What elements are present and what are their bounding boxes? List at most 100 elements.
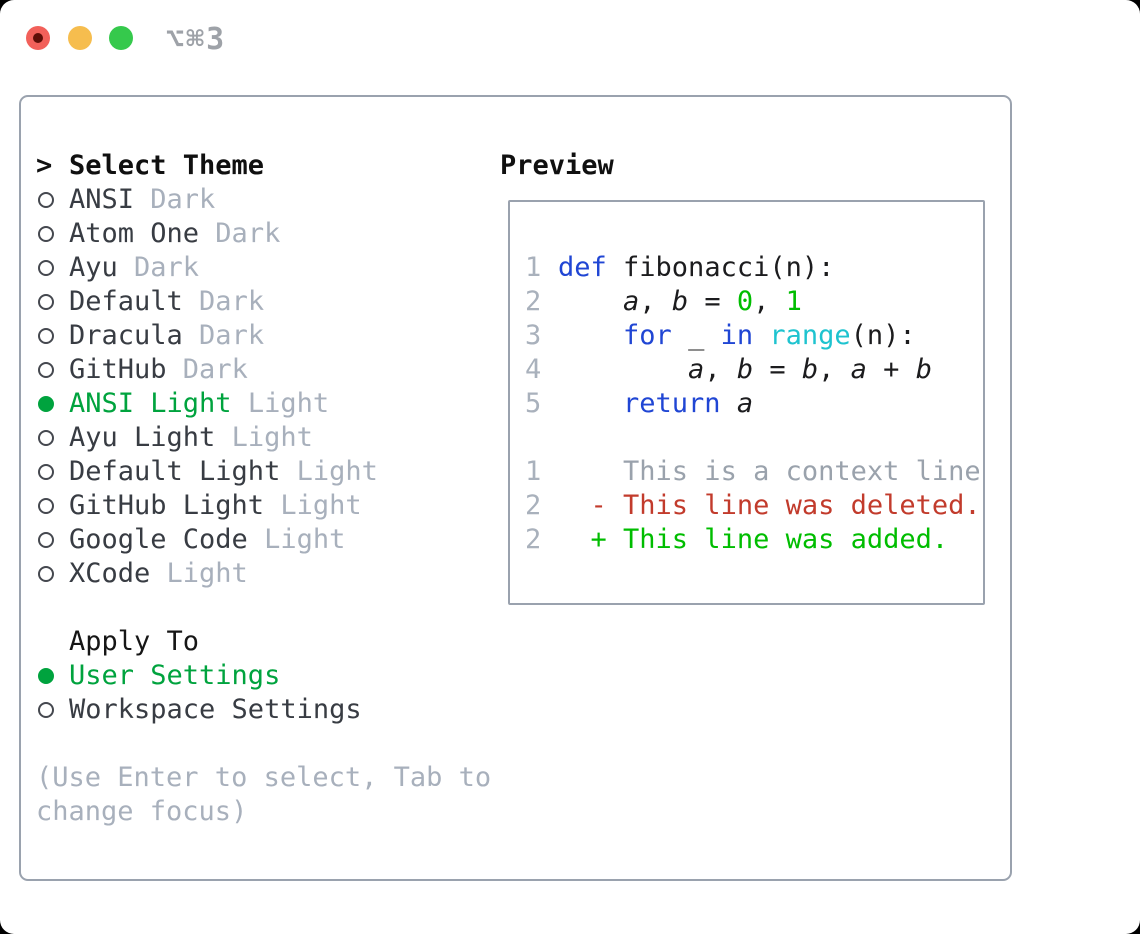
line-number: 2 <box>525 524 542 555</box>
theme-variant: Light <box>247 524 346 555</box>
preview-title: Preview <box>500 150 614 181</box>
code-segment: (n): <box>850 320 916 351</box>
radio-icon <box>38 566 54 582</box>
code-segment: b <box>801 354 819 385</box>
code-segment: a <box>623 286 640 317</box>
theme-item-github-light[interactable]: GitHub Light Light <box>36 489 491 523</box>
theme-section-title: Select Theme <box>69 150 265 181</box>
spacer <box>36 727 491 761</box>
code-segment <box>721 388 737 419</box>
theme-item-xcode[interactable]: XCode Light <box>36 557 491 591</box>
code-segment: for <box>623 320 672 351</box>
radio-icon <box>38 192 54 208</box>
theme-item-ayu-light[interactable]: Ayu Light Light <box>36 421 491 455</box>
apply-label: User Settings <box>69 660 281 691</box>
diff-text: This is a context line. <box>558 455 985 489</box>
close-dot-icon <box>33 33 43 43</box>
code-segment: + <box>866 354 916 385</box>
diff-line-context: 1 This is a context line. <box>525 455 983 489</box>
theme-name: ANSI <box>69 184 135 215</box>
radio-icon <box>38 430 54 446</box>
code-segment: return <box>623 388 721 419</box>
code-text: a, b = b, a + b <box>558 353 932 387</box>
code-text: a, b = 0, 1 <box>558 285 802 319</box>
code-text: def fibonacci(n): <box>558 251 834 285</box>
theme-item-dracula[interactable]: Dracula Dark <box>36 319 491 353</box>
theme-item-ansi[interactable]: ANSI Dark <box>36 183 491 217</box>
code-segment: , <box>753 286 786 317</box>
theme-variant: Dark <box>182 320 265 351</box>
theme-item-atom-one[interactable]: Atom One Dark <box>36 217 491 251</box>
line-number: 2 <box>525 286 542 317</box>
diff-line-deleted: 2 - This line was deleted. <box>525 489 983 523</box>
maximize-button[interactable] <box>109 26 133 50</box>
theme-item-google-code[interactable]: Google Code Light <box>36 523 491 557</box>
line-number: 3 <box>525 320 542 351</box>
theme-variant: Light <box>264 490 362 521</box>
radio-icon <box>38 464 54 480</box>
apply-item-workspace-settings[interactable]: Workspace Settings <box>36 693 491 727</box>
code-text: return a <box>558 387 753 421</box>
theme-section-header: > Select Theme <box>36 149 491 183</box>
code-segment: , <box>704 354 737 385</box>
diff-marker: + <box>558 524 624 555</box>
apply-item-user-settings[interactable]: User Settings <box>36 659 491 693</box>
radio-icon <box>38 702 54 718</box>
theme-name: ANSI Light <box>69 388 232 419</box>
code-segment <box>558 388 623 419</box>
code-segment: in <box>720 320 754 351</box>
code-segment: = <box>753 354 802 385</box>
diff-line-text: This is a context line. <box>623 456 985 487</box>
diff-line-added: 2 + This line was added. <box>525 523 983 557</box>
window-shortcut-label: ⌥⌘3 <box>166 22 227 57</box>
code-line: 3 for _ in range(n): <box>525 319 983 353</box>
theme-name: Google Code <box>69 524 248 555</box>
code-segment <box>753 320 769 351</box>
code-segment: range <box>769 320 851 351</box>
code-segment: 0 <box>736 286 754 317</box>
line-number: 1 <box>525 456 542 487</box>
code-segment: , <box>639 286 672 317</box>
diff-text: - This line was deleted. <box>558 489 981 523</box>
code-line: 4 a, b = b, a + b <box>525 353 983 387</box>
radio-icon <box>38 362 54 378</box>
theme-item-github[interactable]: GitHub Dark <box>36 353 491 387</box>
theme-item-default[interactable]: Default Dark <box>36 285 491 319</box>
radio-icon <box>38 532 54 548</box>
theme-variant: Dark <box>134 184 216 215</box>
titlebar: ⌥⌘3 <box>0 0 1140 76</box>
code-segment: def <box>558 252 607 283</box>
minimize-button[interactable] <box>68 26 92 50</box>
code-segment: fibonacci(n): <box>606 252 835 283</box>
theme-name: Default Light <box>69 456 281 487</box>
spacer <box>525 421 983 455</box>
hint-line: change focus) <box>36 796 248 827</box>
theme-item-ansi-light[interactable]: ANSI Light Light <box>36 387 491 421</box>
line-number: 5 <box>525 388 542 419</box>
theme-item-ayu[interactable]: Ayu Dark <box>36 251 491 285</box>
diff-text: + This line was added. <box>558 523 949 557</box>
radio-selected-icon <box>38 668 54 684</box>
diff-marker <box>558 456 623 487</box>
radio-icon <box>38 294 54 310</box>
diff-marker: - <box>558 490 624 521</box>
radio-icon <box>38 226 54 242</box>
theme-name: Default <box>69 286 183 317</box>
theme-variant: Dark <box>182 286 265 317</box>
hint-line: (Use Enter to select, Tab to <box>36 762 492 793</box>
diff-line-text: This line was added. <box>623 524 949 555</box>
code-segment: = <box>688 286 737 317</box>
close-button[interactable] <box>26 26 50 50</box>
code-segment <box>558 286 623 317</box>
theme-item-default-light[interactable]: Default Light Light <box>36 455 491 489</box>
theme-variant: Light <box>150 558 248 589</box>
radio-icon <box>38 328 54 344</box>
code-segment: , <box>818 354 851 385</box>
apply-label: Workspace Settings <box>69 694 362 725</box>
theme-variant: Dark <box>117 252 200 283</box>
code-line: 2 a, b = 0, 1 <box>525 285 983 319</box>
code-line: 5 return a <box>525 387 983 421</box>
